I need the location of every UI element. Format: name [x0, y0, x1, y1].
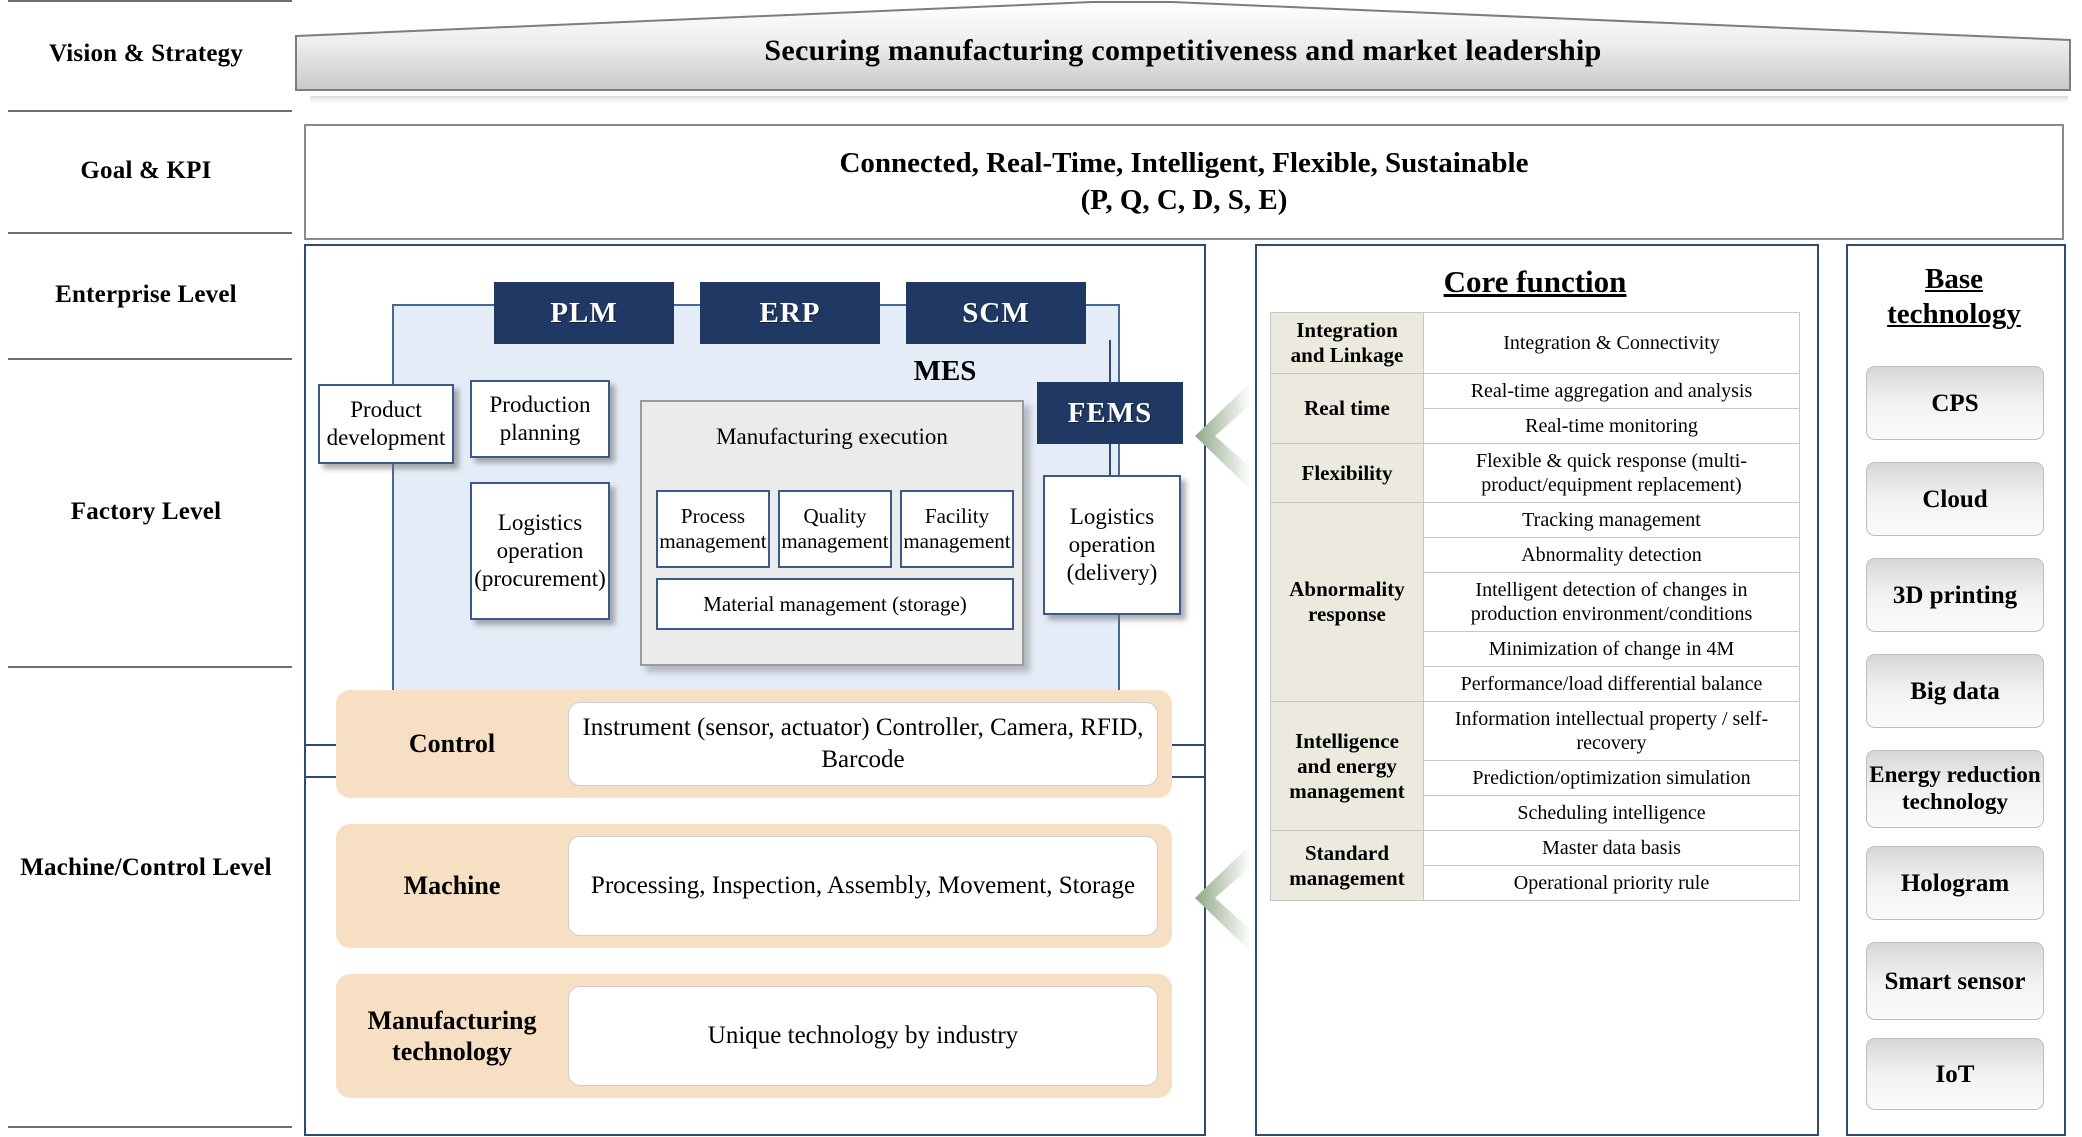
core-item: Operational priority rule	[1423, 865, 1800, 902]
core-item: Scheduling intelligence	[1423, 795, 1800, 832]
row-manufacturing-technology-body: Unique technology by industry	[568, 986, 1158, 1086]
level-label-factory: Factory Level	[70, 498, 222, 525]
mes-box-process-management[interactable]: Process management	[656, 490, 770, 568]
system-tag-erp[interactable]: ERP	[700, 282, 880, 344]
row-machine-body: Processing, Inspection, Assembly, Moveme…	[568, 836, 1158, 936]
goal-kpi-box: Connected, Real-Time, Intelligent, Flexi…	[304, 124, 2064, 240]
row-manufacturing-technology: Manufacturing technology Unique technolo…	[336, 974, 1172, 1098]
table-row: Scheduling intelligence	[1271, 795, 1800, 832]
base-tech-big-data[interactable]: Big data	[1866, 654, 2044, 728]
chevron-left-icon-factory	[1193, 380, 1255, 492]
box-product-development[interactable]: Product development	[318, 384, 454, 464]
system-tag-plm[interactable]: PLM	[494, 282, 674, 344]
base-tech-smart-sensor[interactable]: Smart sensor	[1866, 942, 2044, 1020]
core-item: Master data basis	[1423, 830, 1800, 867]
base-tech-energy-reduction[interactable]: Energy reduction technology	[1866, 750, 2044, 828]
table-row: Flexibility Flexible & quick response (m…	[1270, 443, 1800, 504]
level-divider	[8, 232, 292, 234]
bracket-line-machine-left	[304, 776, 338, 778]
fems-connector-line	[1109, 340, 1111, 384]
goal-kpi-line-1: Connected, Real-Time, Intelligent, Flexi…	[839, 146, 1529, 179]
base-tech-hologram[interactable]: Hologram	[1866, 846, 2044, 920]
core-function-table: Integration and Linkage Integration & Co…	[1270, 311, 1800, 902]
vision-banner-text: Securing manufacturing competitiveness a…	[764, 34, 1602, 67]
mes-box-facility-management[interactable]: Facility management	[900, 490, 1014, 568]
core-item: Prediction/optimization simulation	[1423, 760, 1800, 797]
row-control-body: Instrument (sensor, actuator) Controller…	[568, 702, 1158, 786]
level-divider	[8, 666, 292, 668]
row-control-label: Control	[408, 729, 496, 759]
table-row: Integration and Linkage Integration & Co…	[1270, 311, 1800, 375]
system-tag-scm[interactable]: SCM	[906, 282, 1086, 344]
level-divider	[8, 358, 292, 360]
level-divider	[8, 110, 292, 112]
base-technology-title-line-2: technology	[1887, 297, 2021, 330]
base-tech-cloud[interactable]: Cloud	[1866, 462, 2044, 536]
core-category: Standard management	[1270, 830, 1424, 902]
table-row: Minimization of change in 4M	[1271, 631, 1800, 668]
core-category: Integration and Linkage	[1270, 311, 1424, 375]
table-row: Standard management Master data basis	[1270, 830, 1800, 902]
bracket-line-machine-right	[1170, 776, 1204, 778]
bracket-line-control-left	[304, 744, 338, 746]
level-label-enterprise: Enterprise Level	[55, 281, 237, 308]
core-item: Performance/load differential balance	[1423, 666, 1800, 703]
box-production-planning[interactable]: Production planning	[470, 380, 610, 458]
core-category: Intelligence and energy management	[1270, 701, 1424, 832]
box-logistics-delivery[interactable]: Logistics operation (delivery)	[1043, 475, 1181, 615]
core-item: Tracking management	[1423, 502, 1800, 539]
mes-container: Manufacturing execution Process manageme…	[640, 400, 1024, 666]
core-item: Abnormality detection	[1423, 537, 1800, 574]
core-item: Intelligent detection of changes in prod…	[1423, 572, 1800, 633]
level-divider	[8, 1126, 292, 1128]
core-item: Minimization of change in 4M	[1423, 631, 1800, 668]
level-label-vision: Vision & Strategy	[48, 40, 244, 67]
base-tech-iot[interactable]: IoT	[1866, 1038, 2044, 1110]
row-control: Control Instrument (sensor, actuator) Co…	[336, 690, 1172, 798]
core-item: Information intellectual property / self…	[1423, 701, 1800, 762]
box-logistics-procurement[interactable]: Logistics operation (procurement)	[470, 482, 610, 620]
core-category: Flexibility	[1270, 443, 1424, 504]
core-category: Abnormality response	[1270, 502, 1424, 703]
core-item: Real-time aggregation and analysis	[1423, 373, 1800, 410]
level-label-machine: Machine/Control Level	[20, 854, 272, 881]
table-row: Prediction/optimization simulation	[1271, 760, 1800, 797]
table-row: Performance/load differential balance	[1271, 666, 1800, 703]
base-tech-cps[interactable]: CPS	[1866, 366, 2044, 440]
base-tech-3d-printing[interactable]: 3D printing	[1866, 558, 2044, 632]
row-machine: Machine Processing, Inspection, Assembly…	[336, 824, 1172, 948]
base-technology-title-line-1: Base	[1925, 263, 1983, 295]
base-technology-title: Base technology	[1846, 262, 2062, 332]
table-row: Intelligence and energy management Infor…	[1270, 701, 1800, 832]
level-divider	[8, 0, 292, 2]
level-label-goal: Goal & KPI	[80, 157, 212, 184]
row-manufacturing-technology-label: Manufacturing technology	[367, 1005, 537, 1066]
mes-title: Manufacturing execution	[716, 424, 948, 449]
core-item: Real-time monitoring	[1423, 408, 1800, 445]
level-label-column: Vision & Strategy Goal & KPI Enterprise …	[0, 0, 292, 1137]
table-row: Real-time monitoring	[1271, 408, 1800, 445]
table-row: Operational priority rule	[1271, 865, 1800, 902]
table-row: Abnormality response Tracking management	[1270, 502, 1800, 703]
core-category: Real time	[1270, 373, 1424, 445]
bracket-line-control-right	[1170, 744, 1204, 746]
mes-label: MES	[913, 355, 977, 387]
goal-kpi-line-2: (P, Q, C, D, S, E)	[1080, 184, 1288, 216]
vision-banner: Securing manufacturing competitiveness a…	[292, 0, 2074, 108]
core-item: Integration & Connectivity	[1423, 311, 1800, 375]
core-function-title: Core function	[1443, 264, 1627, 299]
mes-box-quality-management[interactable]: Quality management	[778, 490, 892, 568]
fems-delivery-connector-line	[1109, 444, 1111, 479]
core-item: Flexible & quick response (multi-product…	[1423, 443, 1800, 504]
mes-box-material-management[interactable]: Material management (storage)	[656, 578, 1014, 630]
chevron-left-icon-machine	[1193, 842, 1255, 954]
system-tag-fems[interactable]: FEMS	[1037, 382, 1183, 444]
table-row: Real time Real-time aggregation and anal…	[1270, 373, 1800, 445]
row-machine-label: Machine	[403, 871, 501, 901]
